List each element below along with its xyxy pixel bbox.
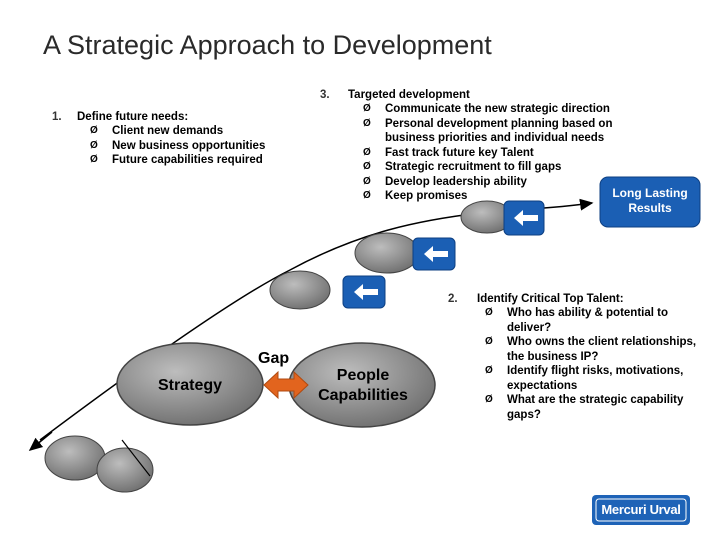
people-capabilities-label: People Capabilities <box>318 367 408 404</box>
strategy-oval <box>116 342 264 426</box>
logo-box <box>592 495 690 525</box>
gap-label: Gap <box>258 350 290 367</box>
stone-1 <box>44 435 106 481</box>
section-heading: Define future needs: <box>77 111 189 123</box>
bullet-arrow-icon: Ø <box>485 365 493 376</box>
bullet-arrow-icon: Ø <box>363 146 371 158</box>
bullet-arrow-icon: Ø <box>363 103 371 114</box>
bullet-arrow-icon: Ø <box>485 394 493 405</box>
mercuri-urval-logo: Mercuri Urval <box>601 502 681 517</box>
section-heading: Identify Critical Top Talent: <box>477 293 624 305</box>
long-lasting-results-box <box>599 176 701 228</box>
bullet-arrow-icon: Ø <box>485 336 493 347</box>
stone-4 <box>354 232 420 274</box>
section-number: 1. <box>52 111 62 123</box>
bullet-arrow-icon: Ø <box>363 117 371 129</box>
bullet-arrow-icon: Ø <box>90 154 98 165</box>
bullet-arrow-icon: Ø <box>363 161 371 172</box>
stone-2 <box>96 447 154 493</box>
section-number: 2. <box>448 293 458 305</box>
bullet-arrow-icon: Ø <box>90 139 98 151</box>
section-heading: Targeted development <box>348 89 470 101</box>
section-number: 3. <box>320 89 330 101</box>
gap-arrow <box>263 370 309 400</box>
bullet-arrow-icon: Ø <box>485 307 493 318</box>
bullet-arrow-icon: Ø <box>363 175 371 187</box>
slide-title: A Strategic Approach to Development <box>43 30 492 60</box>
long-lasting-results-label: Long Lasting Results <box>612 186 688 215</box>
curve-start-arrow <box>28 431 53 451</box>
bullet-arrow-icon: Ø <box>363 190 371 201</box>
stone-3 <box>269 270 331 310</box>
strategy-label: Strategy <box>157 377 223 394</box>
bullet-arrow-icon: Ø <box>90 125 98 136</box>
